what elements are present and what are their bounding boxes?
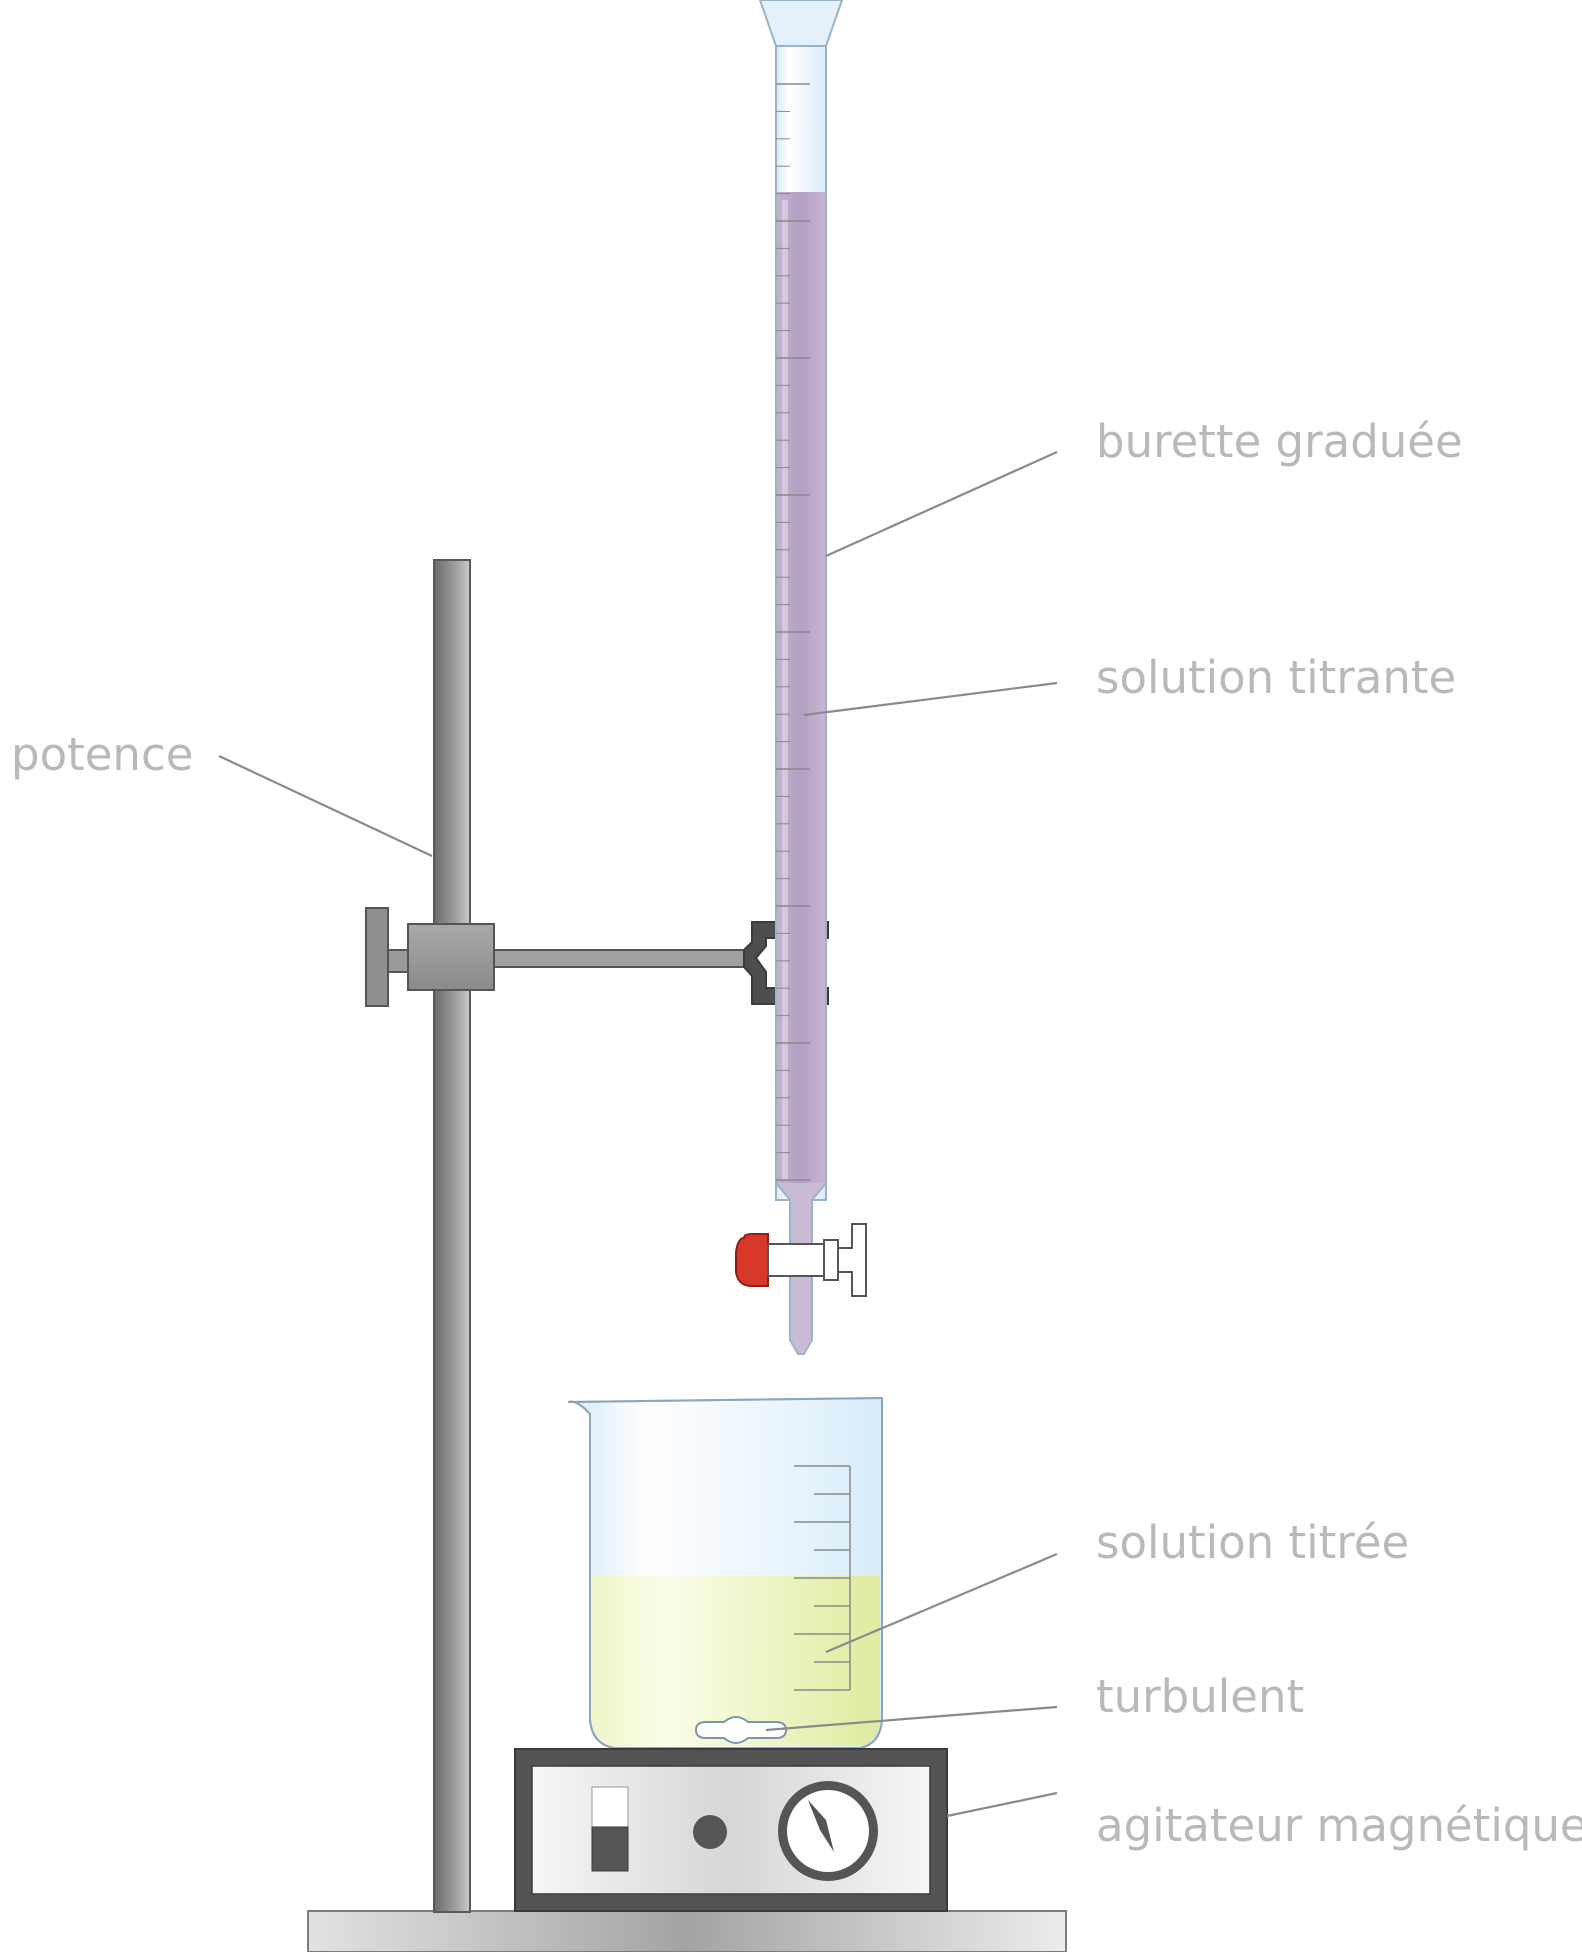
burette-clamp <box>365 907 829 1007</box>
label-group-stirrer: agitateur magnétique <box>946 1791 1582 1852</box>
stopcock-key <box>837 1223 867 1297</box>
label-group-stand: potence <box>11 728 433 857</box>
beaker-outline <box>567 1396 883 1749</box>
label-titrated: solution titrée <box>1096 1516 1409 1569</box>
label-titrant: solution titrante <box>1096 651 1456 704</box>
stopcock-collar <box>823 1239 839 1281</box>
label-stirrer: agitateur magnétique <box>1096 1799 1582 1852</box>
titrant-liquid <box>777 192 825 1240</box>
stand-rod <box>433 559 471 1913</box>
speed-dial-needle <box>808 1800 834 1852</box>
label-burette: burette graduée <box>1096 415 1463 468</box>
leader-titrant <box>803 681 1058 717</box>
indicator-light <box>693 1815 727 1849</box>
stopcock-barrel <box>767 1243 833 1277</box>
power-switch-top <box>591 1786 629 1828</box>
label-group-titrated: solution titrée <box>825 1516 1409 1654</box>
leader-burette <box>825 450 1058 558</box>
leader-titrated <box>825 1552 1058 1654</box>
stand <box>307 559 1067 1952</box>
magnetic-stirrer <box>514 1748 948 1912</box>
leader-stir-bar <box>765 1705 1058 1732</box>
clamp-boss-block <box>407 923 495 991</box>
clamp-arm <box>493 949 747 968</box>
stopcock <box>735 1223 867 1297</box>
titrated-liquid <box>592 1576 880 1746</box>
beaker <box>567 1396 883 1749</box>
leader-stand <box>218 755 433 857</box>
label-group-burette: burette graduée <box>825 415 1463 558</box>
label-stir-bar: turbulent <box>1096 1670 1304 1723</box>
clamp-screw-knob <box>365 907 389 1007</box>
power-switch-bottom <box>591 1826 629 1872</box>
stir-bar <box>694 1716 788 1744</box>
label-group-stir-bar: turbulent <box>765 1670 1304 1732</box>
label-group-titrant: solution titrante <box>803 651 1456 717</box>
burette-highlight <box>782 200 788 1180</box>
stopcock-tap-handle <box>735 1233 769 1287</box>
label-stand: potence <box>11 728 193 781</box>
stand-base <box>307 1910 1067 1952</box>
leader-stirrer <box>946 1791 1058 1818</box>
burette <box>758 0 844 1355</box>
clamp-screw-shaft <box>387 949 411 973</box>
beaker-graduations <box>794 1465 851 1691</box>
burette-graduations <box>776 83 810 1181</box>
